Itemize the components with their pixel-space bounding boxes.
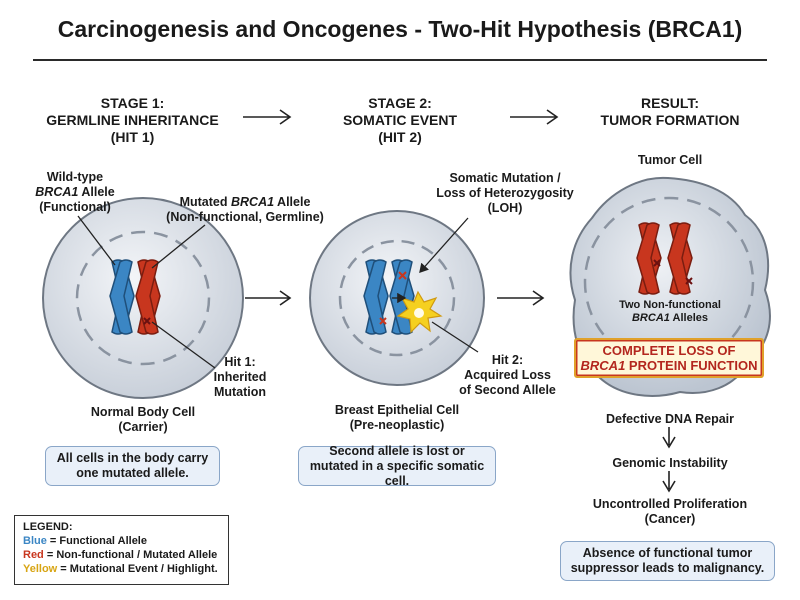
result-header: RESULT: TUMOR FORMATION (575, 95, 765, 129)
stage2-line1: STAGE 2: (368, 95, 432, 111)
legend-yellow-text: = Mutational Event / Highlight. (57, 563, 218, 575)
normal-cell (42, 197, 244, 399)
somatic-line2: Loss of Heterozygosity (436, 186, 574, 200)
hit2-pointer (431, 321, 479, 353)
legend: LEGEND: Blue = Functional Allele Red = N… (14, 515, 229, 585)
stage1-line3: (HIT 1) (110, 129, 155, 145)
stage-arrow-1-icon (243, 109, 292, 125)
tumor-alleles-gene: BRCA1 (631, 312, 670, 324)
hit1-line1: Hit 1: (224, 355, 256, 369)
tumor-alleles-line2: BRCA1 Alleles (610, 312, 730, 325)
somatic-line1: Somatic Mutation / (449, 171, 561, 185)
epithelial-caption-line1: Breast Epithelial Cell (334, 403, 460, 417)
title-divider (33, 59, 767, 61)
legend-red-text: = Non-functional / Mutated Allele (43, 549, 218, 561)
mutated-gene: BRCA1 (230, 195, 275, 209)
functional-chromosome-icon (109, 259, 135, 335)
mutation-mark-3-icon (379, 317, 387, 325)
step-proliferation-line1: Uncontrolled Proliferation (592, 497, 748, 511)
loss-line1: COMPLETE LOSS OF (602, 343, 736, 358)
cascade-arrow-2-icon (662, 471, 676, 493)
legend-blue-key: Blue (23, 535, 47, 547)
stage2-line3: (HIT 2) (378, 129, 422, 145)
hit2-line1: Hit 2: (491, 353, 524, 367)
functional-chromosome-2-icon (363, 259, 389, 335)
stage2-header: STAGE 2: SOMATIC EVENT (HIT 2) (305, 95, 495, 146)
mutation-mark-2-icon (398, 271, 407, 280)
step-genomic-instability: Genomic Instability (612, 456, 728, 470)
legend-yellow: Yellow = Mutational Event / Highlight. (23, 562, 220, 576)
somatic-pointer (419, 217, 469, 273)
mutated-allele: Allele (274, 195, 311, 209)
normal-cell-caption: Normal Body Cell (Carrier) (63, 405, 223, 435)
result-line2: TUMOR FORMATION (600, 112, 740, 128)
stage1-line2: GERMLINE INHERITANCE (46, 112, 219, 128)
epithelial-cell-caption: Breast Epithelial Cell (Pre-neoplastic) (317, 403, 477, 433)
wildtype-gene: BRCA1 (35, 185, 79, 199)
carrier-note: All cells in the body carry one mutated … (45, 446, 220, 486)
hit1-line3: Mutation (213, 385, 267, 399)
stage-arrow-2-icon (510, 109, 559, 125)
tumor-mutation-mark-2-icon (685, 277, 693, 285)
legend-heading: LEGEND: (23, 521, 73, 533)
step-proliferation: Uncontrolled Proliferation (Cancer) (580, 497, 760, 527)
malignancy-note: Absence of functional tumor suppressor l… (560, 541, 775, 581)
stage2-line2: SOMATIC EVENT (342, 112, 458, 128)
mutated-line1: Mutated BRCA1 Allele (160, 195, 330, 210)
hit1-label: Hit 1: Inherited Mutation (205, 355, 275, 400)
tumor-mutation-mark-1-icon (653, 259, 661, 267)
legend-red-key: Red (23, 549, 44, 561)
tumor-alleles-label: Two Non-functional BRCA1 Alleles (610, 299, 730, 325)
cell-arrow-2-icon (497, 290, 545, 306)
tumor-cell-label: Tumor Cell (637, 153, 703, 167)
cell-arrow-1-icon (245, 290, 292, 306)
result-line1: RESULT: (640, 95, 700, 111)
mutated-line2: (Non-functional, Germline) (166, 210, 324, 224)
wildtype-line2: BRCA1 Allele (20, 185, 130, 200)
normal-cell-caption-line2: (Carrier) (118, 420, 168, 434)
loss-suffix: PROTEIN FUNCTION (625, 358, 758, 373)
step-dna-repair: Defective DNA Repair (605, 412, 735, 426)
stage1-header: STAGE 1: GERMLINE INHERITANCE (HIT 1) (30, 95, 235, 146)
complete-loss-badge: COMPLETE LOSS OF BRCA1 PROTEIN FUNCTION (574, 338, 764, 378)
epithelial-cell (309, 210, 485, 386)
somatic-note: Second allele is lost or mutated in a sp… (298, 444, 496, 488)
wildtype-allele: Allele (78, 185, 115, 199)
wildtype-pointer (77, 215, 116, 266)
mutated-pointer (151, 224, 206, 269)
hit2-label: Hit 2: Acquired Loss of Second Allele (455, 353, 560, 398)
mutation-mark-icon (143, 317, 151, 325)
legend-red: Red = Non-functional / Mutated Allele (23, 548, 220, 562)
wildtype-label: Wild-type BRCA1 Allele (Functional) (20, 170, 130, 215)
hit2-line3: of Second Allele (459, 383, 556, 397)
stage1-line1: STAGE 1: (100, 95, 165, 111)
epithelial-caption-line2: (Pre-neoplastic) (349, 418, 445, 432)
hit1-line2: Inherited (213, 370, 267, 384)
tumor-alleles-suffix: Alleles (669, 312, 709, 324)
cascade-arrow-1-icon (662, 427, 676, 449)
hit2-line2: Acquired Loss (464, 368, 551, 382)
somatic-label: Somatic Mutation / Loss of Heterozygosit… (420, 171, 590, 216)
mutated-chromosome-tumor-1-icon (636, 222, 662, 295)
normal-cell-caption-line1: Normal Body Cell (90, 405, 196, 419)
mutated-chromosome-tumor-2-icon (667, 222, 693, 295)
loss-line2: BRCA1 PROTEIN FUNCTION (576, 358, 762, 373)
wildtype-line1: Wild-type (46, 170, 104, 184)
tumor-alleles-line1: Two Non-functional (619, 299, 721, 311)
legend-blue-text: = Functional Allele (46, 535, 147, 547)
legend-yellow-key: Yellow (23, 563, 58, 575)
mutated-chromosome-icon (135, 259, 161, 335)
hit1-pointer (151, 321, 216, 369)
legend-blue: Blue = Functional Allele (23, 534, 220, 548)
page-title: Carcinogenesis and Oncogenes - Two-Hit H… (57, 16, 743, 42)
somatic-line3: (LOH) (487, 201, 523, 215)
burst-core-icon (414, 308, 424, 318)
mutated-label: Mutated BRCA1 Allele (Non-functional, Ge… (160, 195, 330, 225)
loss-gene: BRCA1 (580, 358, 626, 373)
mutated-prefix: Mutated (179, 195, 231, 209)
wildtype-line3: (Functional) (39, 200, 111, 214)
step-proliferation-line2: (Cancer) (644, 512, 696, 526)
